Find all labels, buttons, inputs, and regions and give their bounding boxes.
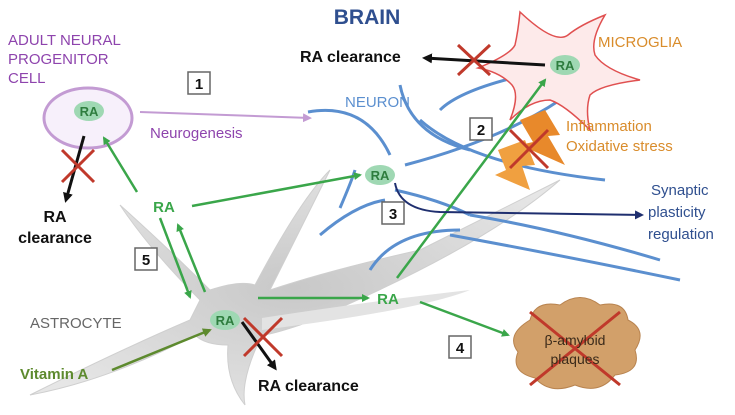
amyloid-label-line2: plaques: [550, 351, 599, 367]
neurogenesis-arrow: [139, 111, 312, 123]
step-box-5: 5: [134, 247, 158, 271]
svg-text:4: 4: [456, 340, 465, 357]
arrow-astrocyte-clearance: [240, 321, 277, 371]
vitamin-a-arrow: [111, 328, 212, 372]
synaptic-label-line1: Synaptic: [651, 182, 709, 199]
neuron-label: NEURON: [345, 94, 410, 111]
vitamin-a-label: Vitamin A: [20, 366, 89, 383]
step-box-2: 2: [469, 117, 493, 141]
diagram-title: BRAIN: [334, 6, 401, 29]
ra-clearance-microglia-label: RA clearance: [300, 49, 401, 66]
cross-icon: [508, 128, 550, 170]
step-box-3: 3: [381, 201, 405, 225]
synaptic-regulation-arrow: [394, 182, 644, 220]
step-box-1: 1: [187, 71, 211, 95]
amyloid-label-line1: β-amyloid: [545, 332, 606, 348]
arrow-ra-to-microglia: [395, 78, 547, 279]
cross-icon: [60, 148, 96, 184]
step-box-4: 4: [448, 335, 472, 359]
ra-microglia-label: RA: [556, 58, 575, 73]
progenitor-label-line2: PROGENITOR: [8, 51, 109, 68]
arrow-ra-to-progenitor: [102, 136, 139, 193]
block-cross-icons: [60, 43, 621, 387]
cross-icon: [456, 43, 492, 77]
ra-bubbles: RA RA RA RA: [74, 55, 580, 330]
progenitor-label-line1: ADULT NEURAL: [8, 32, 121, 49]
ra-free-label: RA: [153, 199, 175, 216]
ra-astrocyte-label: RA: [216, 313, 235, 328]
synaptic-label-line2: plasticity: [648, 204, 706, 221]
cross-icon: [242, 316, 284, 358]
arrow-astrocyte-to-ra-upper: [176, 223, 207, 293]
arrow-microglia-clearance: [422, 53, 546, 67]
ra-clearance-progenitor-line2: clearance: [18, 230, 92, 247]
cross-icon: [529, 310, 621, 387]
arrows: [63, 53, 644, 372]
astrocyte-label: ASTROCYTE: [30, 315, 122, 332]
inflammation-label: Inflammation: [566, 118, 652, 135]
synaptic-label-line3: regulation: [648, 226, 714, 243]
oxidative-stress-label: Oxidative stress: [566, 138, 673, 155]
astrocyte-shape: [29, 169, 561, 406]
arrow-ra-to-neuron: [191, 172, 362, 208]
ra-progenitor-label: RA: [80, 104, 99, 119]
ra-clearance-astrocyte-label: RA clearance: [258, 378, 359, 395]
svg-text:3: 3: [389, 206, 397, 223]
svg-text:1: 1: [195, 76, 203, 93]
svg-text:2: 2: [477, 122, 485, 139]
ra-clearance-progenitor-line1: RA: [43, 209, 67, 226]
neurogenesis-label: Neurogenesis: [150, 125, 243, 142]
arrow-ra-to-amyloid: [419, 300, 510, 337]
arrow-ra-to-astrocyte: [158, 217, 192, 299]
ra-free-label: RA: [377, 291, 399, 308]
svg-text:5: 5: [142, 252, 150, 269]
ra-neuron-label: RA: [371, 168, 390, 183]
microglia-label: MICROGLIA: [598, 34, 682, 51]
progenitor-label-line3: CELL: [8, 70, 46, 87]
